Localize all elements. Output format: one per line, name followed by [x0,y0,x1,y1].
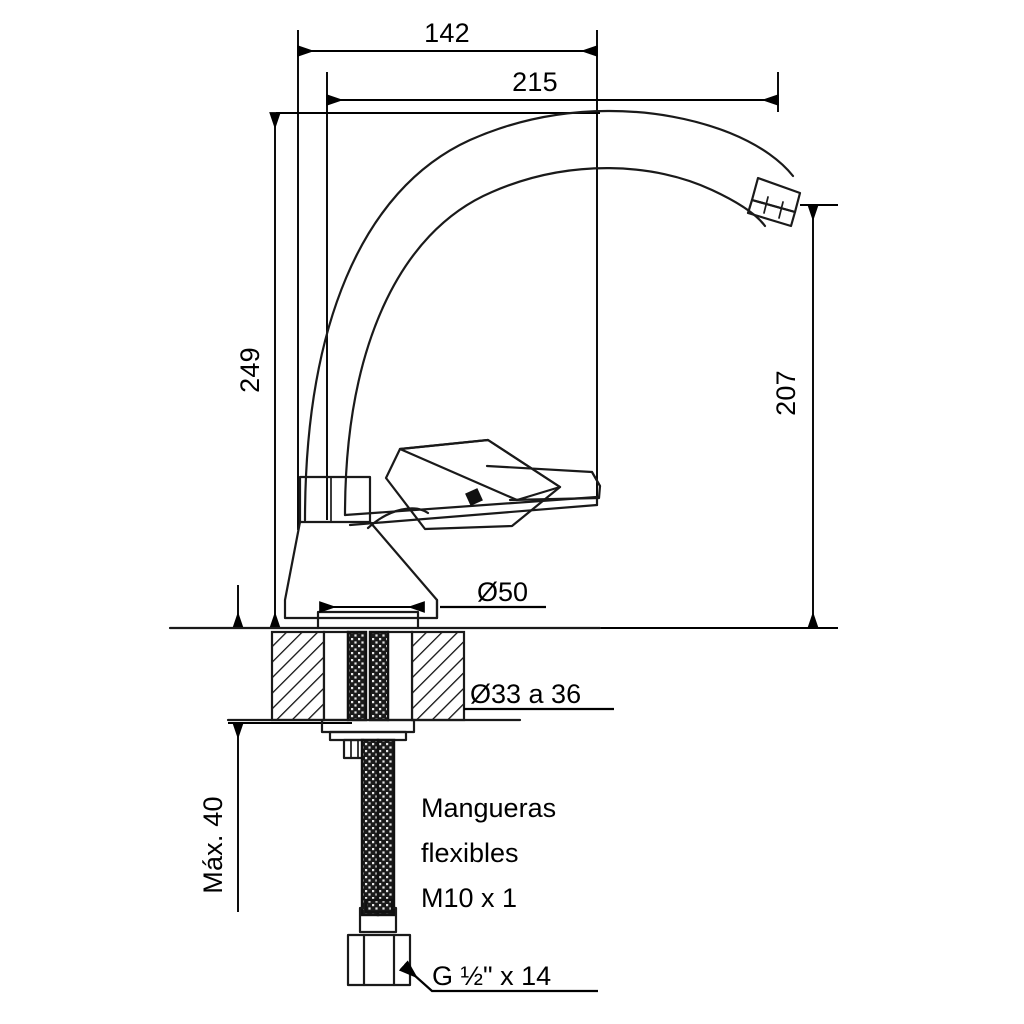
shank-thread-left [346,630,368,722]
hose-braid-left [360,738,380,917]
shank-washer [320,718,416,734]
lever-pivot-mark [465,488,483,506]
callout-label-hoses-line2: flexibles [421,838,519,868]
callout-label-hoses-line1: Mangueras [421,793,556,823]
dimension-label-max-40: Máx. 40 [198,796,228,893]
callout-label-d33-36: Ø33 a 36 [470,679,581,709]
dimension-label-207: 207 [771,370,801,416]
dimension-label-249: 249 [235,347,265,393]
countertop-hatch-left [270,630,326,722]
shank-sleeve-right [386,630,414,722]
hose-lower-stub [364,898,394,914]
aerator-ring [746,198,797,228]
lever-tip-bevel [590,470,602,488]
shank-thread-right [368,630,390,722]
hose-hex-nut [346,933,412,987]
spout-outer-curve [303,109,795,522]
mounting-shank [320,630,416,760]
spout-inner-curve [343,167,767,517]
aerator-detail-line-2 [778,201,784,219]
aerator-detail-line-1 [763,196,769,214]
dimension-label-142: 142 [424,18,470,48]
shank-sleeve-left [322,630,350,722]
callout-label-g-thread: G ½" x 14 [432,961,551,991]
cartridge-dome [366,507,430,530]
spout-underside-lower [348,503,599,527]
base-flange [316,610,420,630]
leader-g-thread [398,960,598,993]
leader-lines [398,605,614,993]
dimension-lines [232,45,819,912]
body-cone [283,520,439,620]
lever-handle-top-face [398,438,562,502]
callout-label-hoses-line3: M10 x 1 [421,883,517,913]
countertop-section [168,626,602,722]
body-collar [298,475,372,524]
flexible-hoses [346,738,412,987]
shank-nut [328,730,408,742]
callout-label-d50: Ø50 [477,577,528,607]
dimension-label-215: 215 [512,67,558,97]
hose-braid-right [376,738,396,917]
callout-labels: Ø50 Ø33 a 36 Mangueras flexibles M10 x 1… [421,577,581,991]
dimension-labels: 142 215 249 207 Máx. 40 [198,18,801,894]
faucet-body-geometry [283,109,802,630]
countertop-hatch-right [410,630,466,722]
